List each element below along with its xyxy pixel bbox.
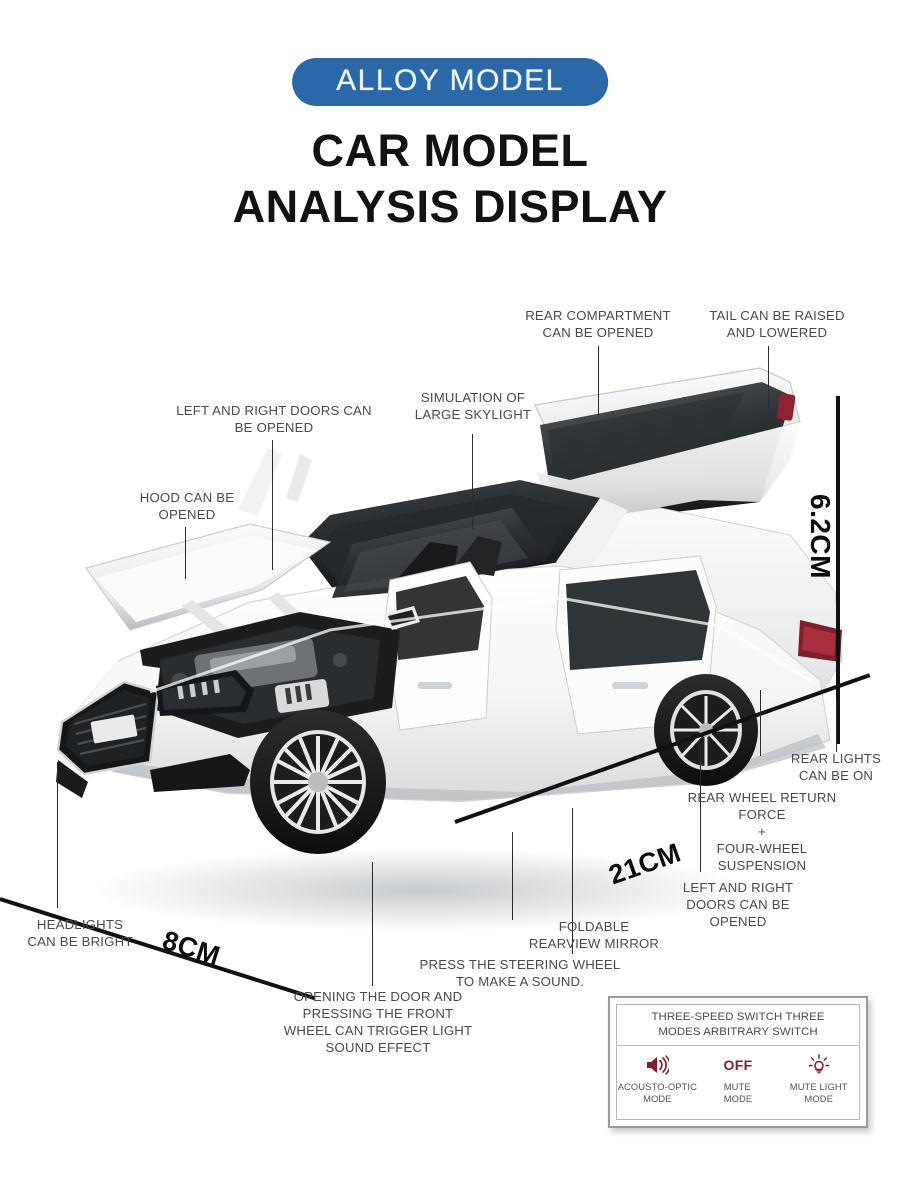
callout-rear-lights: REAR LIGHTS CAN BE ON [790, 751, 882, 783]
leader-hood [185, 527, 187, 579]
switch-panel-heading: THREE-SPEED SWITCH THREE MODES ARBITRARY… [617, 1005, 859, 1046]
leader-headlights [57, 762, 59, 908]
mode-label-acousto-optic: ACOUSTO-OPTIC MODE [617, 1080, 697, 1104]
off-label: OFF [723, 1056, 753, 1073]
callout-steering-wheel-sound: PRESS THE STEERING WHEEL TO MAKE A SOUND… [419, 957, 621, 989]
dimension-label-height: 6.2CM [805, 494, 836, 579]
callout-left-right-doors-top: LEFT AND RIGHT DOORS CAN BE OPENED [176, 403, 372, 435]
leader-skylight [472, 434, 474, 530]
callout-tail-raise-lower: TAIL CAN BE RAISED AND LOWERED [709, 308, 845, 340]
mode-mute[interactable]: OFF MUTE MODE [698, 1046, 779, 1119]
leader-rear-wheel-suspension [760, 690, 762, 756]
callout-headlights: HEADLIGHTS CAN BE BRIGHT [27, 917, 133, 949]
car-illustration [56, 367, 843, 932]
speaker-sound-icon [645, 1053, 670, 1077]
light-bulb-icon [808, 1053, 830, 1077]
callout-foldable-mirror: FOLDABLE REARVIEW MIRROR [528, 919, 660, 951]
callout-large-skylight: SIMULATION OF LARGE SKYLIGHT [414, 390, 532, 422]
mode-mute-light[interactable]: MUTE LIGHT MODE [778, 1046, 859, 1119]
callout-rear-wheel-suspension: REAR WHEEL RETURN FORCE + FOUR-WHEEL SUS… [687, 790, 837, 873]
leader-rear-lights [836, 700, 838, 752]
switch-panel-inner: THREE-SPEED SWITCH THREE MODES ARBITRARY… [616, 1004, 860, 1120]
switch-panel-modes: ACOUSTO-OPTIC MODE OFF MUTE MODE [617, 1046, 859, 1119]
mode-label-mute-light: MUTE LIGHT MODE [789, 1080, 848, 1104]
callout-rear-compartment: REAR COMPARTMENT CAN BE OPENED [525, 308, 671, 340]
alloy-model-badge-label: ALLOY MODEL [336, 64, 564, 97]
callout-left-right-doors-bottom: LEFT AND RIGHT DOORS CAN BE OPENED [682, 880, 794, 929]
car-model-photo [0, 330, 900, 970]
mode-acousto-optic[interactable]: ACOUSTO-OPTIC MODE [617, 1046, 698, 1119]
rear-hatch-raised [534, 367, 801, 526]
leader-front-wheel-sound [372, 862, 374, 986]
page-title-line1: CAR MODEL [311, 125, 589, 176]
leader-left-right-doors-top [272, 440, 274, 570]
callout-door-front-wheel-light-sound: OPENING THE DOOR AND PRESSING THE FRONT … [283, 989, 473, 1055]
alloy-model-badge: ALLOY MODEL [292, 58, 608, 106]
off-text-icon: OFF [724, 1053, 753, 1077]
mode-label-mute: MUTE MODE [723, 1080, 753, 1104]
dimension-line-height [836, 396, 840, 744]
page-title-line2: ANALYSIS DISPLAY [232, 181, 668, 232]
three-speed-switch-panel: THREE-SPEED SWITCH THREE MODES ARBITRARY… [608, 996, 868, 1128]
front-door-open [383, 561, 493, 731]
leader-tail-raise [768, 346, 770, 408]
leader-steering-wheel [572, 808, 574, 954]
callout-hood-opened: HOOD CAN BE OPENED [139, 490, 235, 522]
front-wheel [250, 710, 386, 854]
rear-light [798, 620, 842, 662]
leader-left-right-doors-bottom [700, 742, 702, 872]
leader-foldable-mirror [512, 832, 514, 920]
leader-rear-compartment [598, 346, 600, 416]
front-end [56, 662, 254, 798]
